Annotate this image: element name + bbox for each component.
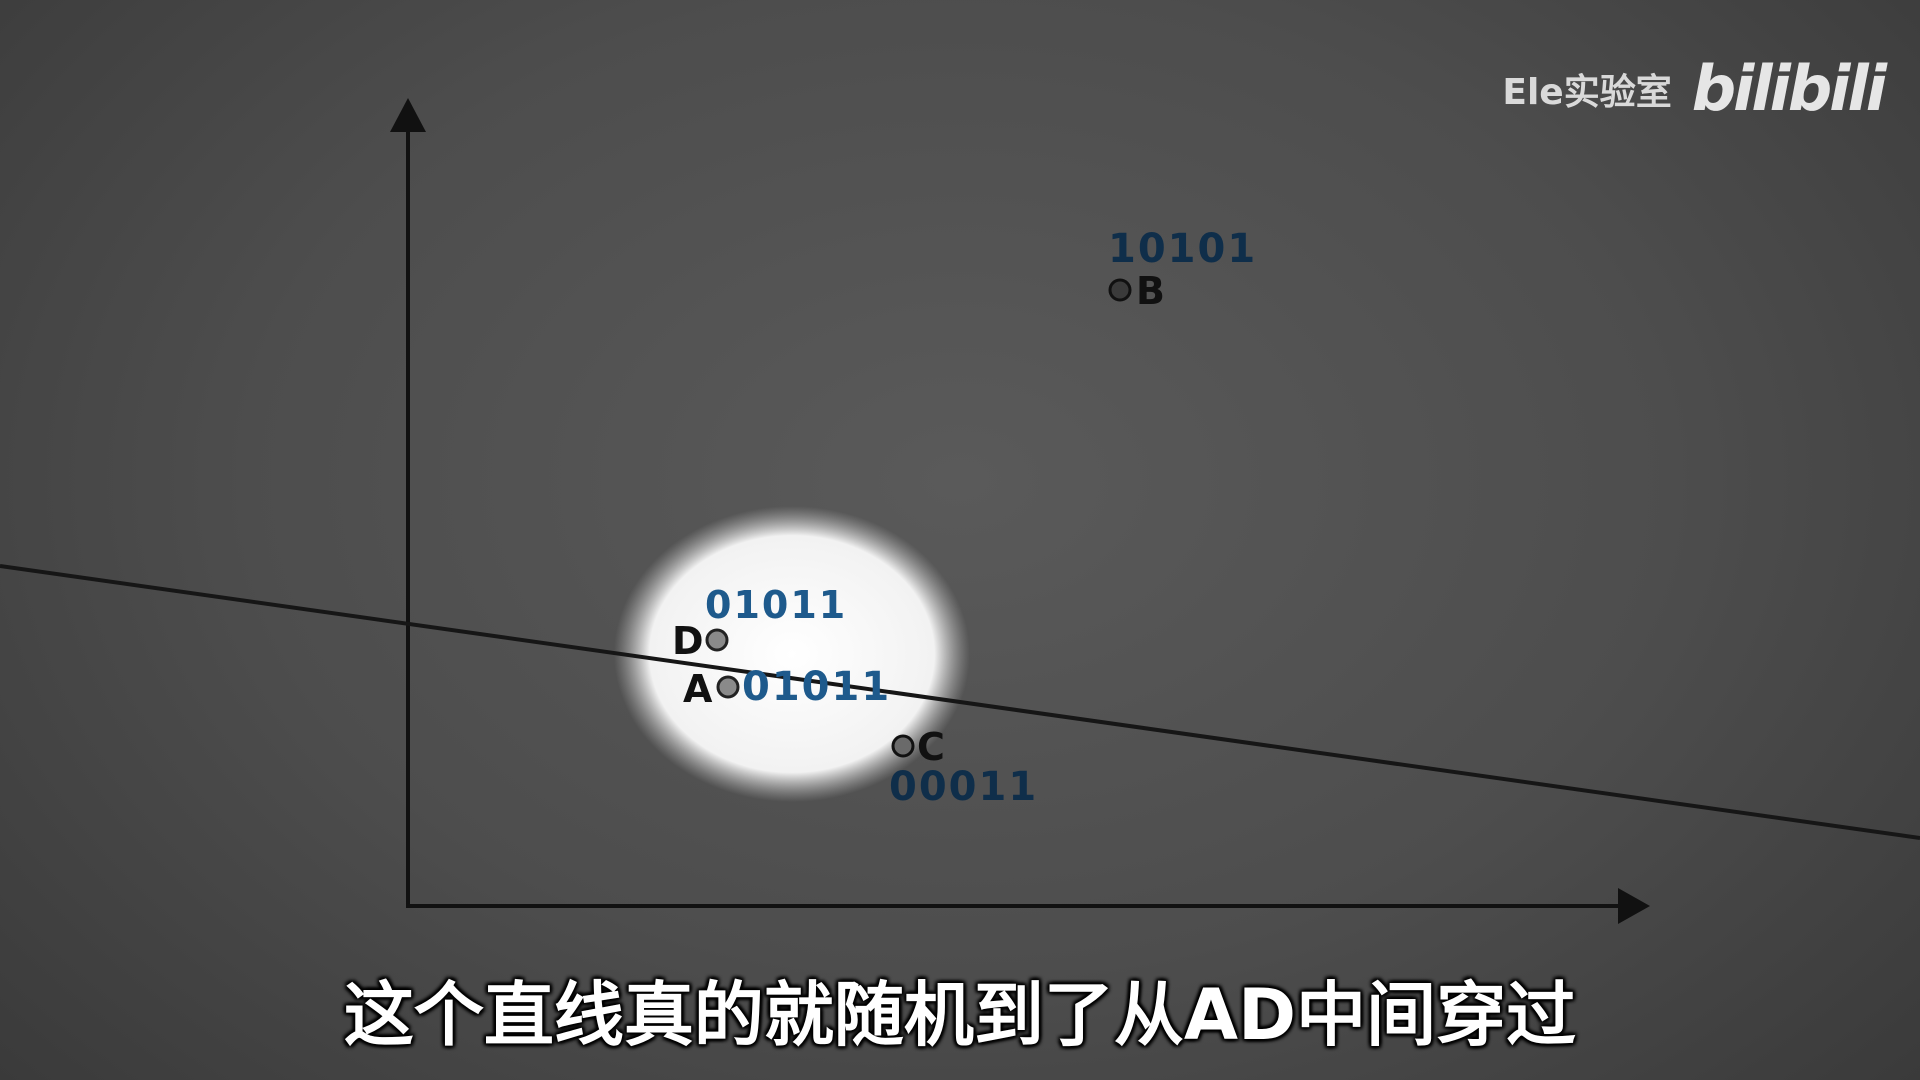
point-d-label: D <box>672 619 704 663</box>
point-c-marker <box>891 734 915 758</box>
point-a-marker <box>716 675 740 699</box>
point-a-label: A <box>683 667 713 711</box>
spotlight-highlight <box>614 506 970 802</box>
bilibili-logo: bilibili <box>1691 52 1887 125</box>
splitting-line <box>0 564 1920 840</box>
subtitle-caption: 这个直线真的就随机到了从AD中间穿过 <box>343 974 1577 1056</box>
point-b-label: B <box>1136 269 1165 313</box>
point-d-marker <box>705 628 729 652</box>
point-a-code: 01011 <box>742 664 891 710</box>
channel-watermark: Ele实验室 bilibili <box>1502 52 1887 125</box>
point-d-code: 01011 <box>705 583 847 627</box>
y-axis-arrow-icon <box>390 98 426 132</box>
channel-name: Ele实验室 <box>1502 71 1672 113</box>
point-c-label: C <box>917 725 945 769</box>
point-c-code: 00011 <box>889 764 1038 810</box>
x-axis-arrow-icon <box>1618 888 1650 924</box>
point-b-code: 10101 <box>1108 226 1257 272</box>
point-b-marker <box>1108 278 1132 302</box>
